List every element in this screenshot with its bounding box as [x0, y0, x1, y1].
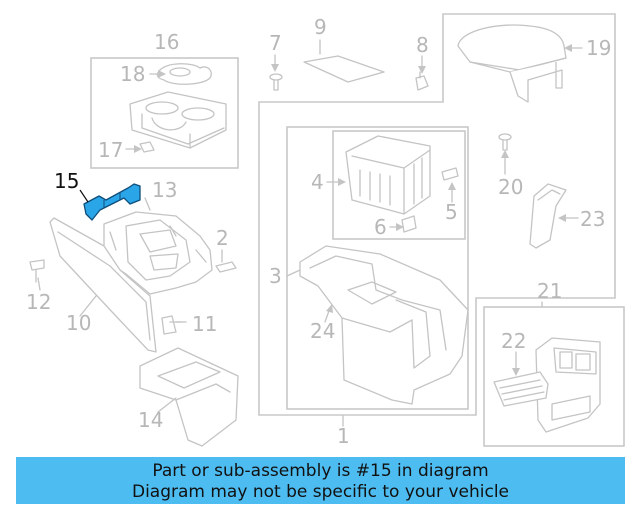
part-7-screw — [269, 73, 283, 91]
part-10-panel — [49, 217, 157, 353]
callout-4: 4 — [311, 170, 324, 194]
part-18-cupholder-mat — [156, 63, 212, 85]
part-8-pin — [415, 71, 429, 91]
callout-24: 24 — [310, 319, 335, 343]
part-4-storage-bin — [345, 135, 431, 215]
callout-2: 2 — [216, 226, 229, 250]
callout-20: 20 — [498, 175, 523, 199]
part-22-vent — [493, 371, 549, 407]
callout-23: 23 — [580, 207, 605, 231]
callout-10: 10 — [66, 311, 91, 335]
part-24-console-body — [299, 245, 469, 405]
leader-15 — [79, 189, 89, 203]
part-12-screw — [29, 259, 45, 283]
callout-22: 22 — [501, 329, 526, 353]
group-box-4 — [332, 130, 466, 240]
part-19-armrest — [457, 24, 567, 103]
part-5-clip — [441, 167, 459, 181]
part-15-bracket — [83, 183, 141, 221]
callout-13: 13 — [152, 178, 177, 202]
leader-lines — [37, 39, 583, 427]
info-banner: Part or sub-assembly is #15 in diagram D… — [16, 457, 625, 504]
group-box-16 — [90, 57, 239, 169]
callout-16: 16 — [154, 30, 179, 54]
callout-12: 12 — [26, 290, 51, 314]
callout-17: 17 — [98, 138, 123, 162]
callout-3: 3 — [269, 264, 282, 288]
part-6-clip — [401, 215, 417, 233]
callout-11: 11 — [192, 312, 217, 336]
part-17-clip — [139, 141, 155, 153]
part-9-pad — [303, 55, 385, 83]
callout-5: 5 — [445, 200, 458, 224]
banner-line-1: Part or sub-assembly is #15 in diagram — [152, 461, 489, 481]
callout-6: 6 — [374, 215, 387, 239]
callout-18: 18 — [120, 62, 145, 86]
banner-line-2: Diagram may not be specific to your vehi… — [131, 482, 509, 502]
callout-8: 8 — [416, 33, 429, 57]
group-box-1 — [258, 13, 616, 416]
group-box-3 — [286, 126, 469, 410]
callout-21: 21 — [537, 279, 562, 303]
part-23-duct — [529, 183, 567, 249]
callout-19: 19 — [586, 36, 611, 60]
part-14-panel — [139, 347, 239, 447]
part-2-screw — [215, 261, 237, 273]
part-21-rear-panel — [535, 337, 601, 433]
callout-9: 9 — [314, 15, 327, 39]
group-box-21 — [483, 306, 625, 447]
part-16-tray — [129, 91, 227, 149]
callout-14: 14 — [138, 408, 163, 432]
part-20-screw — [498, 133, 512, 151]
callout-1: 1 — [337, 424, 350, 448]
part-11-clip — [161, 315, 183, 335]
callout-7: 7 — [269, 31, 282, 55]
callout-15: 15 — [54, 169, 79, 193]
